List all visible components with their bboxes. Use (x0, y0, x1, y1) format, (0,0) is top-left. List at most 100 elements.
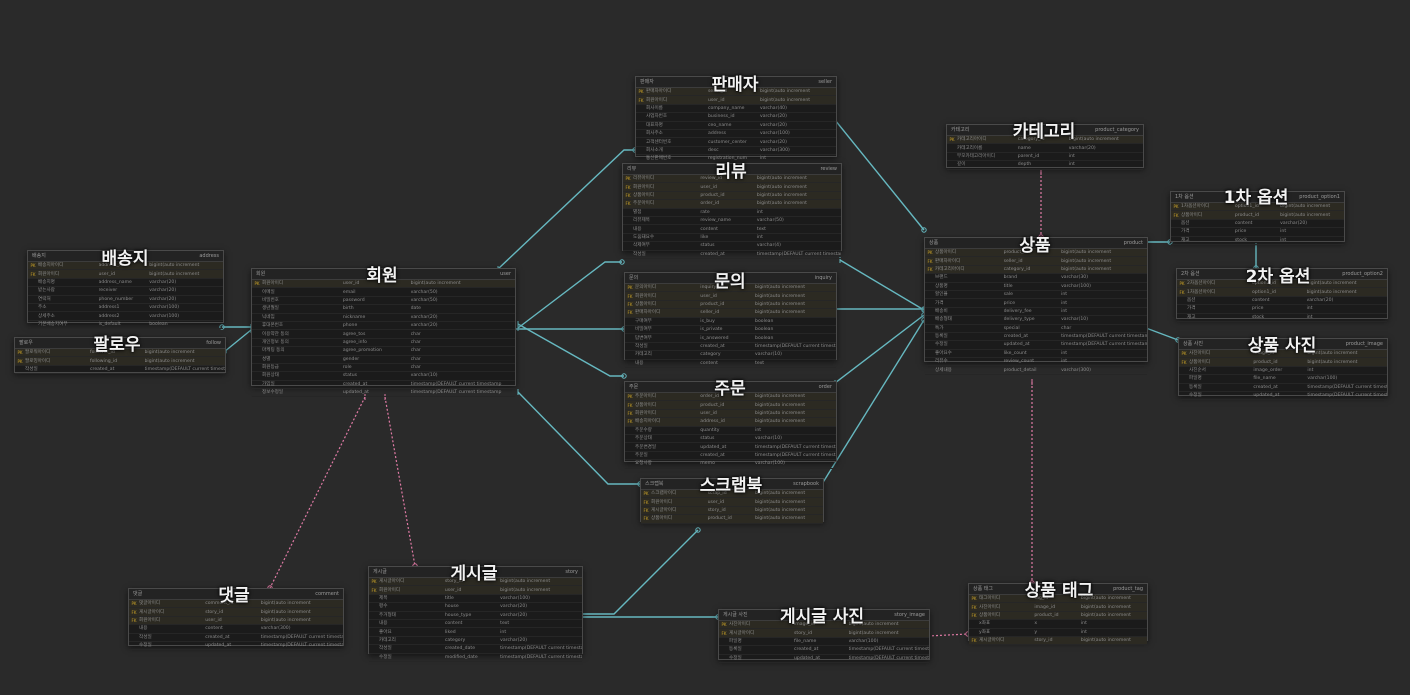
relation-review-product[interactable] (839, 259, 925, 311)
relation-user-scrapbook[interactable] (517, 391, 640, 485)
relation-story-scrapbook[interactable] (581, 529, 699, 615)
relation-story_image-product_tag[interactable] (927, 633, 969, 637)
relation-user-order[interactable] (517, 323, 624, 377)
relation-user-story[interactable] (384, 396, 416, 567)
relation-user-follow[interactable] (223, 329, 252, 353)
relation-user-comment[interactable] (269, 396, 366, 589)
relation-user-seller[interactable] (497, 149, 635, 270)
relation-user-review[interactable] (517, 261, 622, 329)
